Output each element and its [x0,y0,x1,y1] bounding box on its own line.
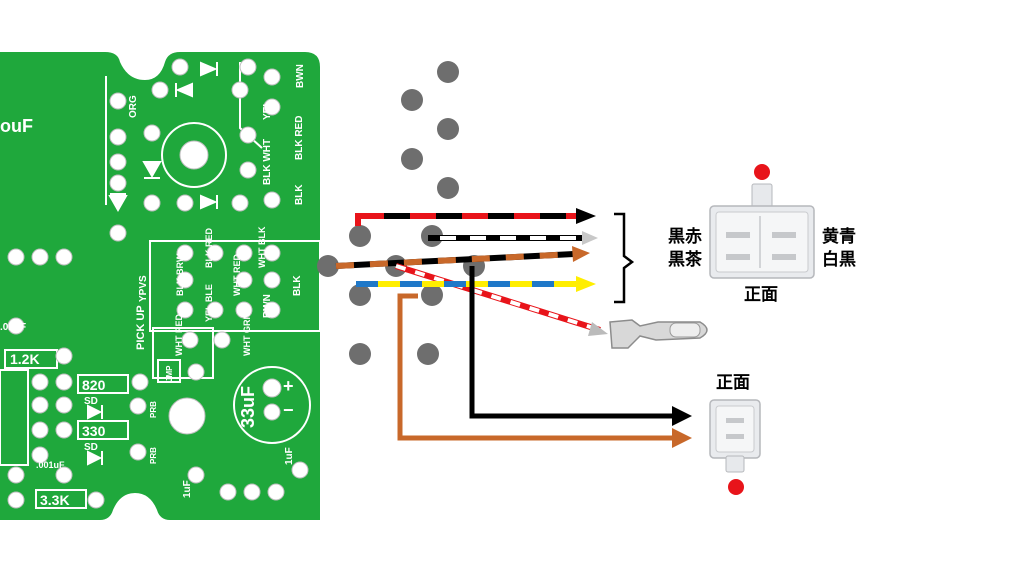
pcb-label-blk-right: BLK [292,275,303,296]
pcb-label-blk-brw: BLK BRW [175,253,185,296]
wire-brown [397,293,692,448]
pcb-label-ypvs: YPVS [138,275,149,302]
connector-2pin-caption: 正面 [716,373,750,393]
pcb-label-sd-1: SD [84,396,98,407]
pcb-label-yel: YEL [262,101,273,120]
wire-white-red [395,263,608,336]
wire-group-bracket [614,212,635,304]
pcb-label-3k3: 3.3K [40,492,70,508]
pcb-label-blk-red: BLK RED [294,116,305,160]
pcb-board: ouF ORG BWN YEL BLK RED BLK WHT BLK YPVS… [0,52,321,520]
pcb-label-1uf-b: 1uF [284,447,295,465]
connector-4pin-label-left-bottom: 黒茶 [668,249,703,270]
connector-4pin-marker [754,164,770,180]
pcb-label-wht-grn: WHT GRN [242,313,252,356]
pcb-label-820: 820 [82,377,106,393]
pcb-label-1k2: 1.2K [10,351,40,367]
connector-4pin-caption: 正面 [744,285,778,305]
pcb-label-001uf: .001uF [36,460,65,470]
connector-4pin: 黒赤 黒茶 黄青 白黒 正面 [668,164,856,305]
pcb-label-wht-red: WHT RED [232,254,242,296]
pcb-label-yel-ble: YEL BLE [204,284,214,322]
wire-black-white [428,231,598,245]
pcb-label-blk-wht: BLK WHT [262,139,273,185]
connector-4pin-label-right-top: 黄青 [822,226,856,247]
wire-yellow-blue [356,276,596,292]
pcb-label-jmp: JMP [165,365,174,382]
pcb-label-wht-red-pick: WHT RED [174,314,184,356]
pcb-label-33uf: 33uF [238,386,258,428]
pcb-label-01uf: .01uF [0,322,26,333]
pcb-label-prb-1: PRB [149,401,158,418]
terminal-pin [609,319,708,349]
pcb-label-wht-blk: WHT BLK [257,226,267,268]
connector-4pin-label-left-top: 黒赤 [668,226,702,247]
pcb-label-pick-up: PICK UP [135,305,147,350]
pcb-label-bwn-mid: BWN [262,294,273,318]
connector-2pin-marker [728,479,744,495]
pcb-label-org: ORG [128,95,139,118]
connector-2pin: 正面 [709,373,761,495]
pcb-label-330: 330 [82,423,106,439]
pcb-label-blk: BLK [294,184,305,205]
pcb-label-cap-uf: ouF [0,116,33,136]
pcb-label-plus: + [283,376,294,396]
pcb-label-blk-red-mid: BLK RED [204,228,214,268]
wire-black-red [355,208,596,226]
pcb-label-prb-2: PRB [149,447,158,464]
pcb-label-bwn: BWN [295,64,306,88]
wire-black [469,266,692,426]
connector-4pin-label-right-bottom: 白黒 [822,249,856,270]
wire-black-brown [335,246,590,269]
pcb-label-1uf-a: 1uF [182,480,193,498]
pcb-label-minus: − [283,400,294,420]
pcb-label-sd-2: SD [84,442,98,453]
